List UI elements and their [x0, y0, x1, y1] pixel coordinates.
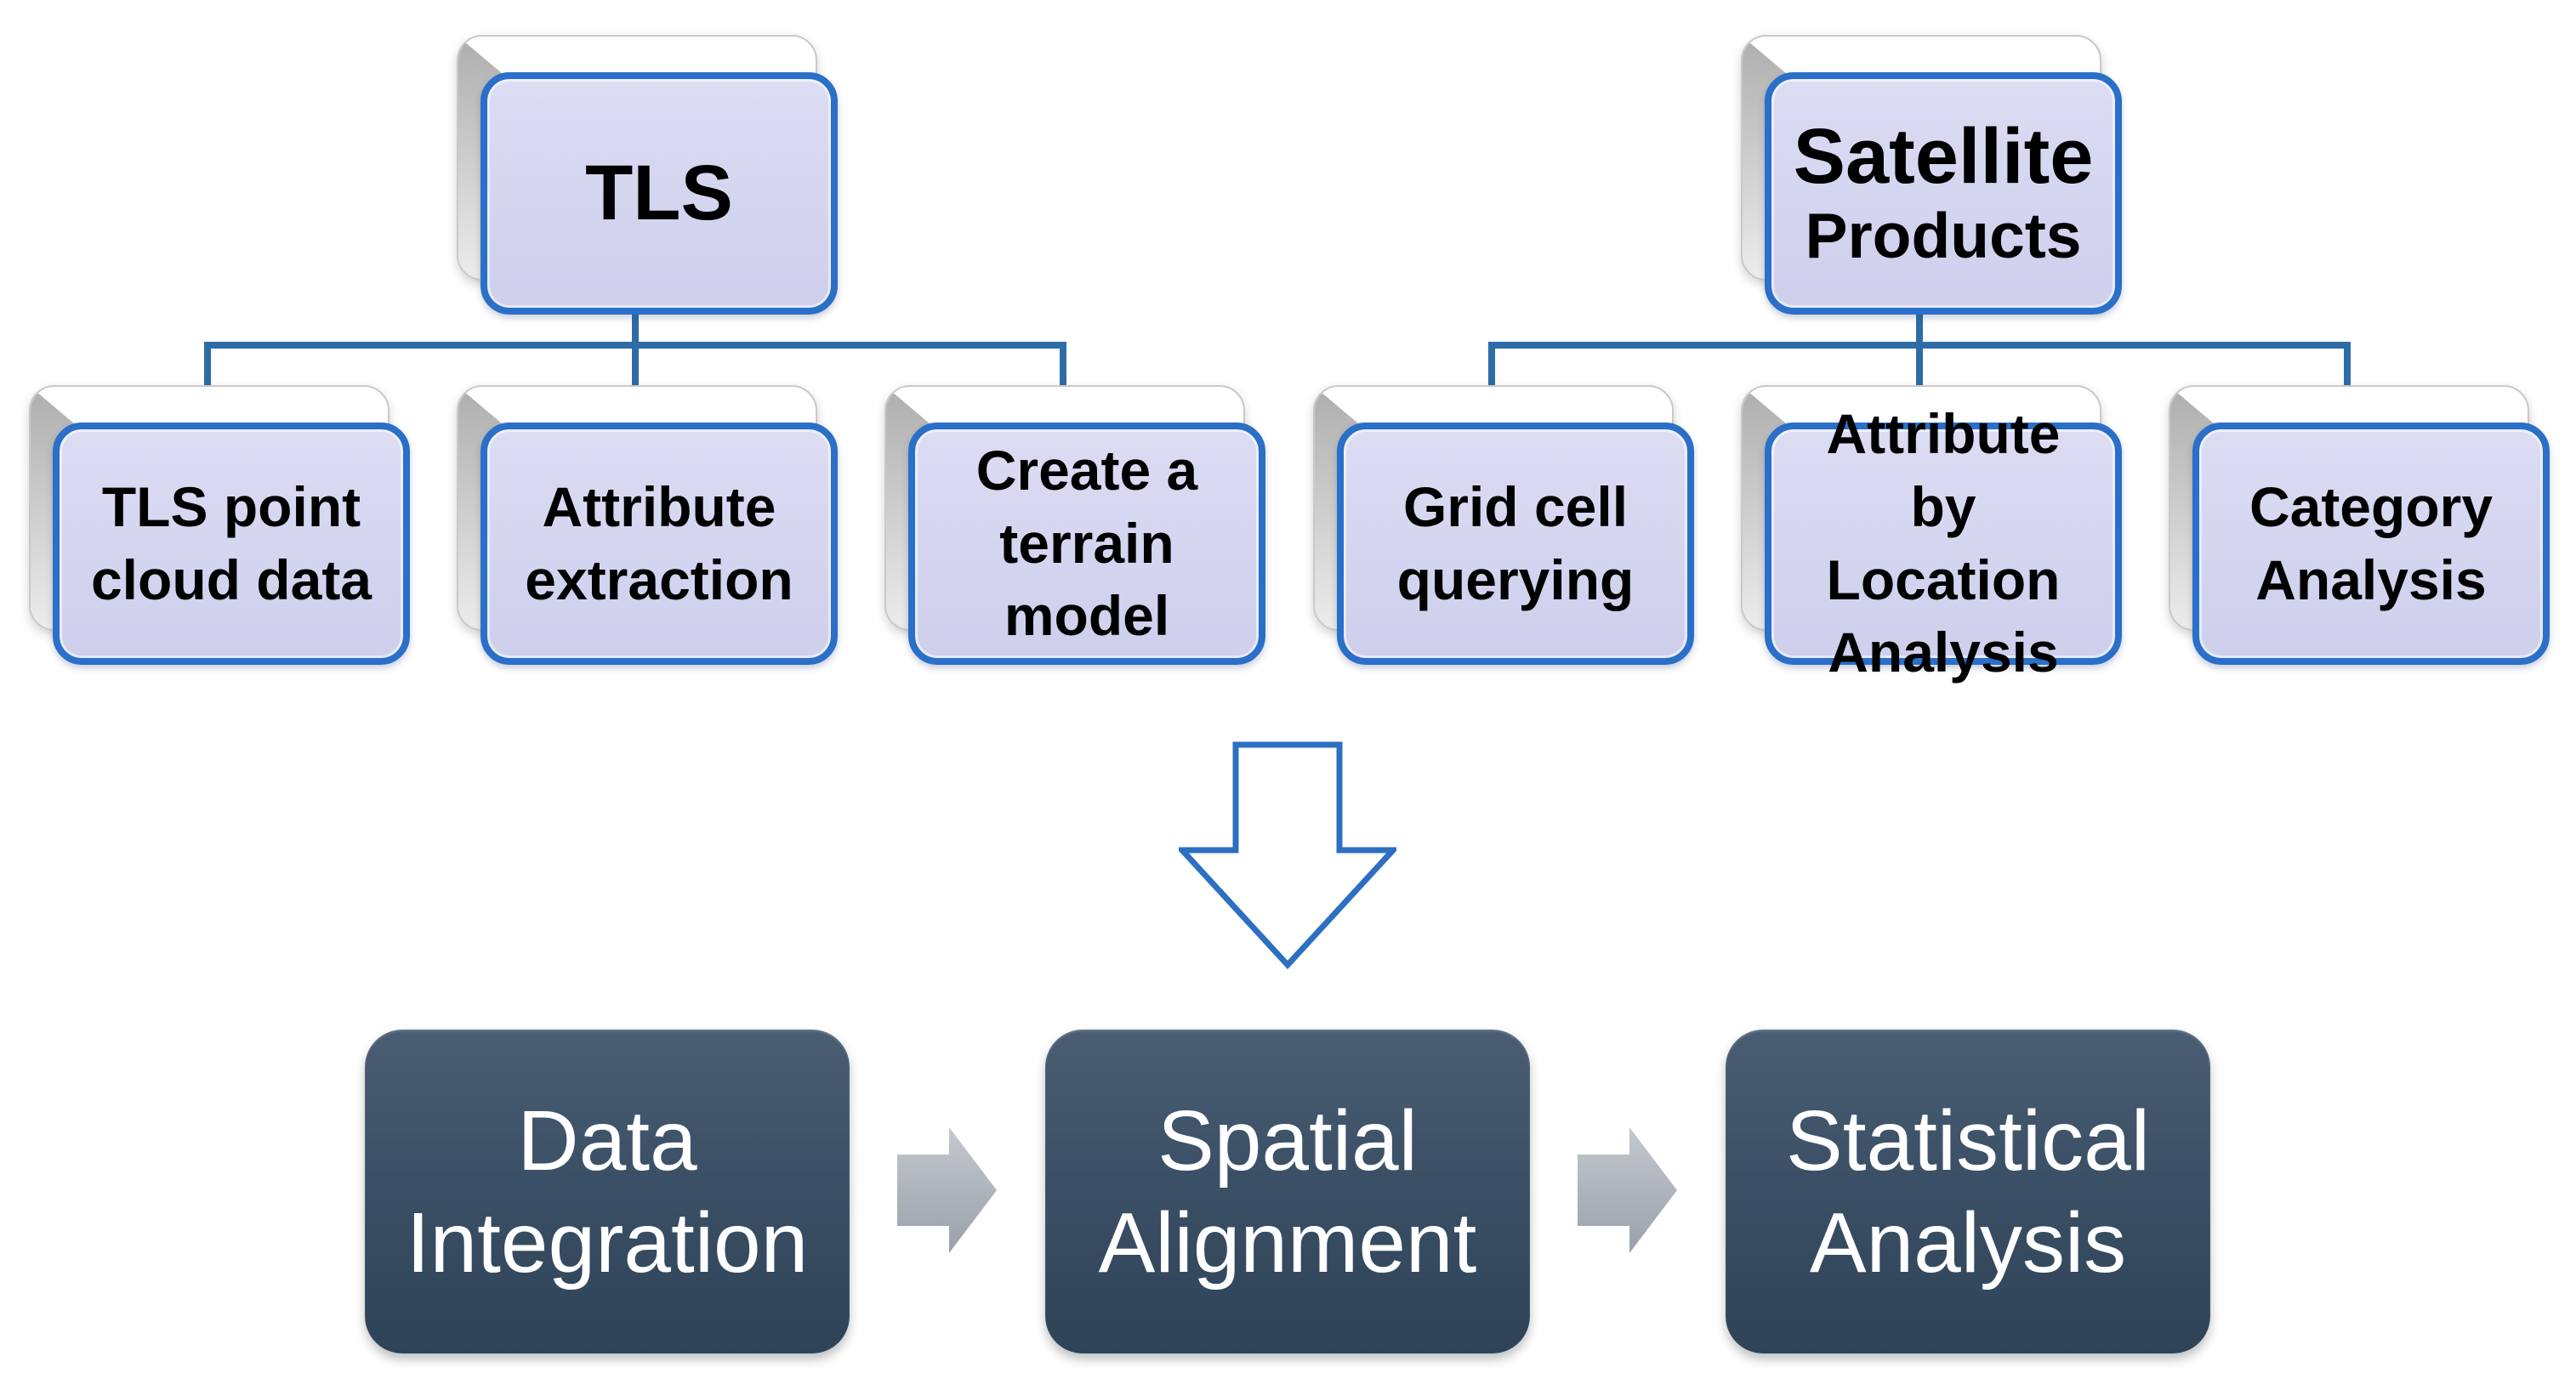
tree-node-satellite-products: Satellite Products: [1741, 35, 2122, 315]
flow-step-statistical-analysis: Statistical Analysis: [1726, 1030, 2210, 1353]
connector-line-stub: [204, 342, 211, 391]
down-arrow-icon: [1179, 741, 1396, 970]
node-face: Attribute extraction: [481, 423, 838, 665]
right-arrow-icon: [1578, 1127, 1677, 1253]
tree-node-grid-cell-querying: Grid cell querying: [1313, 385, 1694, 665]
tree-node-create-terrain-model: Create a terrain model: [884, 385, 1265, 665]
node-face: Category Analysis: [2192, 423, 2550, 665]
node-label: TLS point cloud data: [90, 474, 372, 611]
tree-node-tls-point-cloud-data: TLS point cloud data: [29, 385, 410, 665]
connector-line-horizontal: [1488, 342, 2351, 349]
node-label: Create a terrain model: [975, 438, 1198, 648]
node-face: TLS: [481, 72, 838, 315]
connector-line-horizontal: [204, 342, 1066, 349]
flow-step-label: Statistical Analysis: [1786, 1092, 2150, 1291]
connector-line-stub: [2344, 342, 2351, 391]
connector-line-vertical: [632, 313, 639, 391]
tree-node-tls: TLS: [457, 35, 838, 315]
flow-step-data-integration: Data Integration: [365, 1030, 850, 1353]
node-label: Grid cell querying: [1396, 474, 1635, 611]
tree-node-attribute-by-location-analysis: Attribute by Location Analysis: [1741, 385, 2122, 684]
node-sublabel: Products: [1805, 200, 2082, 272]
node-label: Attribute extraction: [525, 474, 793, 611]
node-face: Create a terrain model: [908, 423, 1265, 665]
connector-line-stub: [1488, 342, 1495, 391]
node-face: Grid cell querying: [1337, 423, 1694, 665]
connector-line-vertical: [1916, 313, 1923, 391]
right-arrow-icon: [897, 1127, 997, 1253]
connector-line-stub: [1060, 342, 1066, 391]
flow-step-spatial-alignment: Spatial Alignment: [1045, 1030, 1530, 1353]
node-face: Attribute by Location Analysis: [1765, 402, 2122, 684]
node-label: Category Analysis: [2249, 474, 2494, 611]
node-label: Attribute by Location Analysis: [1826, 401, 2061, 684]
node-label: TLS: [585, 149, 733, 236]
node-label: Satellite: [1793, 112, 2094, 200]
flow-step-label: Data Integration: [406, 1092, 809, 1291]
node-face: Satellite Products: [1765, 72, 2122, 315]
flow-step-label: Spatial Alignment: [1098, 1092, 1477, 1291]
tree-node-category-analysis: Category Analysis: [2169, 385, 2550, 665]
node-face: TLS point cloud data: [53, 423, 410, 665]
tree-node-attribute-extraction: Attribute extraction: [457, 385, 838, 665]
